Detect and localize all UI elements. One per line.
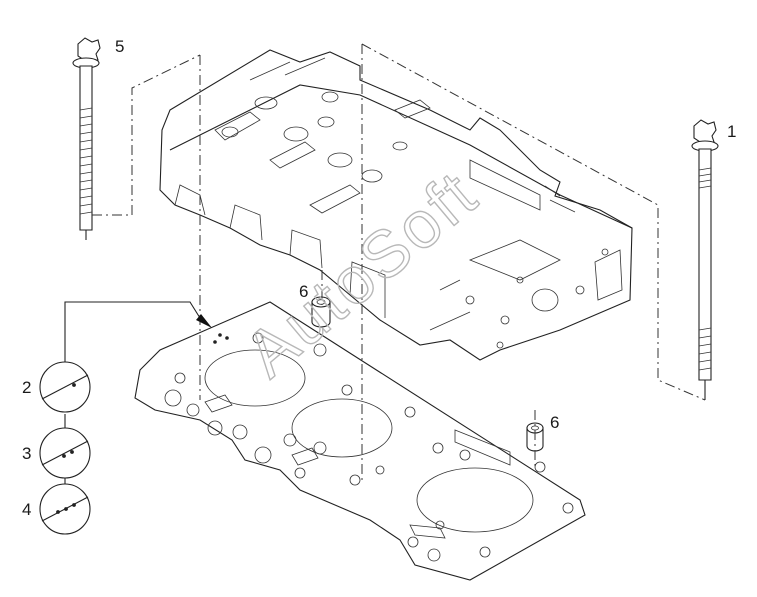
callout-2: 2 (22, 378, 31, 397)
cylinder-head (159, 49, 633, 361)
dowel-sleeve-lower (526, 422, 544, 452)
gasket-variant-4 (39, 483, 91, 535)
callout-3: 3 (22, 444, 31, 463)
callout-5: 5 (115, 37, 124, 56)
dowel-sleeve-upper (311, 296, 331, 328)
head-bolt-short (72, 37, 101, 240)
gasket-bore-3 (416, 467, 534, 533)
head-gasket (134, 301, 586, 581)
head-bolt-long (691, 119, 719, 400)
gasket-variant-3 (39, 427, 91, 479)
callout-6-upper: 6 (299, 282, 308, 301)
gasket-bore-1 (204, 349, 306, 407)
callout-4: 4 (22, 500, 31, 519)
projection-lines (92, 43, 706, 480)
gasket-variant-2 (39, 361, 91, 413)
callout-1: 1 (727, 122, 736, 141)
callout-6-lower: 6 (550, 413, 559, 432)
gasket-bore-2 (291, 398, 393, 458)
